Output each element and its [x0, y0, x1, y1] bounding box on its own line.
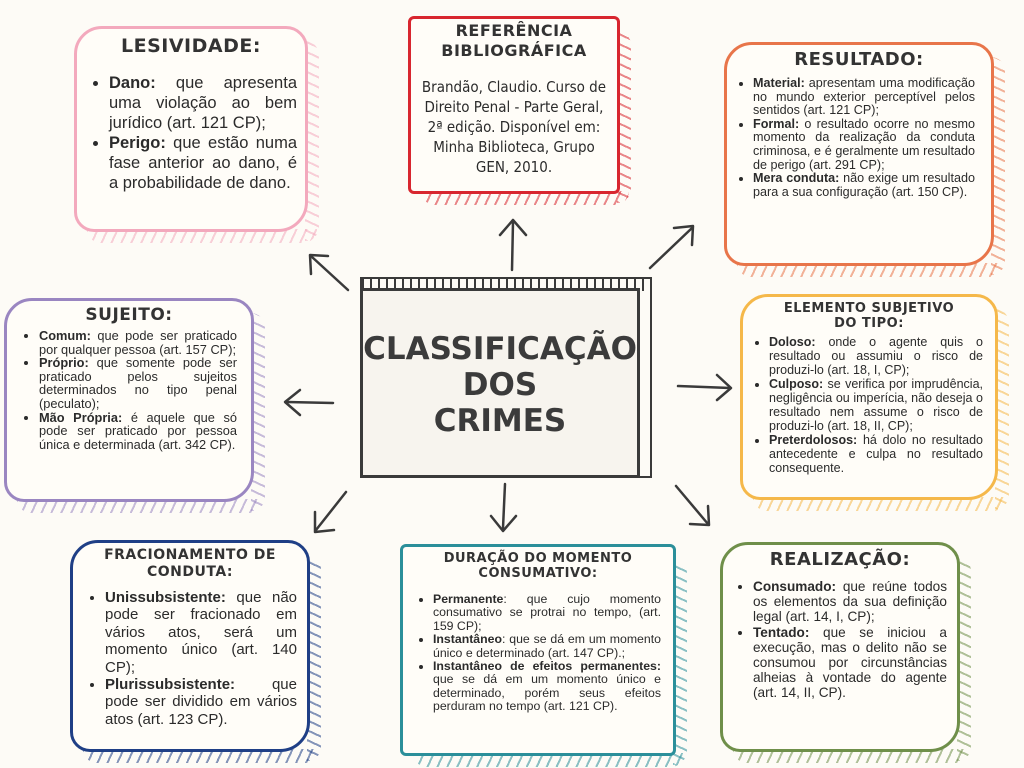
card-elemento-subjetivo: ELEMENTO SUBJETIVO DO TIPO: Doloso: onde… — [740, 294, 1009, 511]
arrow-right — [676, 384, 732, 390]
card-realizacao: REALIZAÇÃO: Consumado: que reúne todos o… — [720, 542, 971, 763]
list-item: Tentado: que se iniciou a execução, mas … — [753, 625, 947, 701]
arrow-down-right — [674, 484, 710, 526]
card-resultado: RESULTADO: Material: apresentam uma modi… — [724, 42, 1005, 277]
bibliography-text: Brandão, Claudio. Curso de Direito Penal… — [421, 78, 607, 176]
card-title: FRACIONAMENTO DE CONDUTA: — [104, 547, 276, 580]
card-title: LESIVIDADE: — [121, 35, 261, 57]
card-duracao: DURAÇÃO DO MOMENTO CONSUMATIVO: Permanen… — [400, 544, 687, 767]
list-item: Consumado: que reúne todos os elementos … — [753, 579, 947, 625]
center-box: CLASSIFICAÇÃO DOS CRIMES — [360, 277, 652, 478]
card-title: ELEMENTO SUBJETIVO DO TIPO: — [783, 301, 955, 331]
card-referencia: REFERÊNCIA BIBLIOGRÁFICA Brandão, Claudi… — [408, 16, 631, 205]
item-list: Permanente: que cujo momento consumativo… — [415, 592, 661, 714]
list-item: Perigo: que estão numa fase anterior ao … — [109, 133, 297, 193]
item-list: Comum: que pode ser praticado por qualqu… — [21, 329, 237, 451]
arrow-down — [501, 482, 507, 530]
list-item: Plurissubsistente: que pode ser dividido… — [105, 676, 297, 728]
item-list: Dano: que apresenta uma violação ao bem … — [91, 73, 297, 193]
list-item: Próprio: que somente pode ser praticado … — [39, 356, 237, 410]
item-list: Unissubsistente: que não pode ser fracio… — [87, 589, 297, 728]
item-list: Doloso: onde o agente quis o resultado o… — [751, 335, 983, 475]
card-title: REFERÊNCIA BIBLIOGRÁFICA — [441, 21, 587, 60]
list-item: Material: apresentam uma modificação no … — [753, 76, 975, 118]
center-title-line1: CLASSIFICAÇÃO — [363, 331, 637, 367]
arrow-down-left — [314, 490, 348, 532]
list-item: Dano: que apresenta uma violação ao bem … — [109, 73, 297, 133]
item-list: Material: apresentam uma modificação no … — [735, 76, 975, 199]
item-list: Consumado: que reúne todos os elementos … — [735, 579, 947, 701]
card-lesividade: LESIVIDADE: Dano: que apresenta uma viol… — [74, 26, 319, 243]
list-item: Unissubsistente: que não pode ser fracio… — [105, 589, 297, 676]
arrow-up-right — [648, 226, 694, 270]
card-sujeito: SUJEITO: Comum: que pode ser praticado p… — [4, 298, 265, 513]
center-title: CLASSIFICAÇÃO DOS CRIMES — [363, 331, 637, 439]
card-title: RESULTADO: — [794, 49, 924, 70]
list-item: Mera conduta: não exige um resultado par… — [753, 171, 975, 199]
list-item: Comum: que pode ser praticado por qualqu… — [39, 329, 237, 356]
center-title-line2: DOS — [462, 367, 538, 403]
card-title: SUJEITO: — [85, 305, 173, 325]
arrow-up — [510, 220, 515, 272]
list-item: Culposo: se verifica por imprudência, ne… — [769, 377, 983, 433]
card-title: REALIZAÇÃO: — [769, 549, 911, 570]
list-item: Preterdolosos: há dolo no resultado ante… — [769, 433, 983, 475]
list-item: Instantâneo: que se dá em um momento úni… — [433, 632, 661, 660]
arrow-up-left — [310, 255, 350, 292]
list-item: Doloso: onde o agente quis o resultado o… — [769, 335, 983, 377]
list-item: Instantâneo de efeitos permanentes: que … — [433, 659, 661, 714]
list-item: Permanente: que cujo momento consumativo… — [433, 592, 661, 633]
card-title: DURAÇÃO DO MOMENTO CONSUMATIVO: — [443, 551, 633, 581]
arrow-left — [285, 400, 335, 405]
card-fracionamento: FRACIONAMENTO DE CONDUTA: Unissubsistent… — [70, 540, 321, 763]
list-item: Formal: o resultado ocorre no mesmo mome… — [753, 117, 975, 172]
list-item: Mão Própria: é aquele que só pode ser pr… — [39, 410, 237, 452]
center-title-line3: CRIMES — [433, 403, 567, 439]
